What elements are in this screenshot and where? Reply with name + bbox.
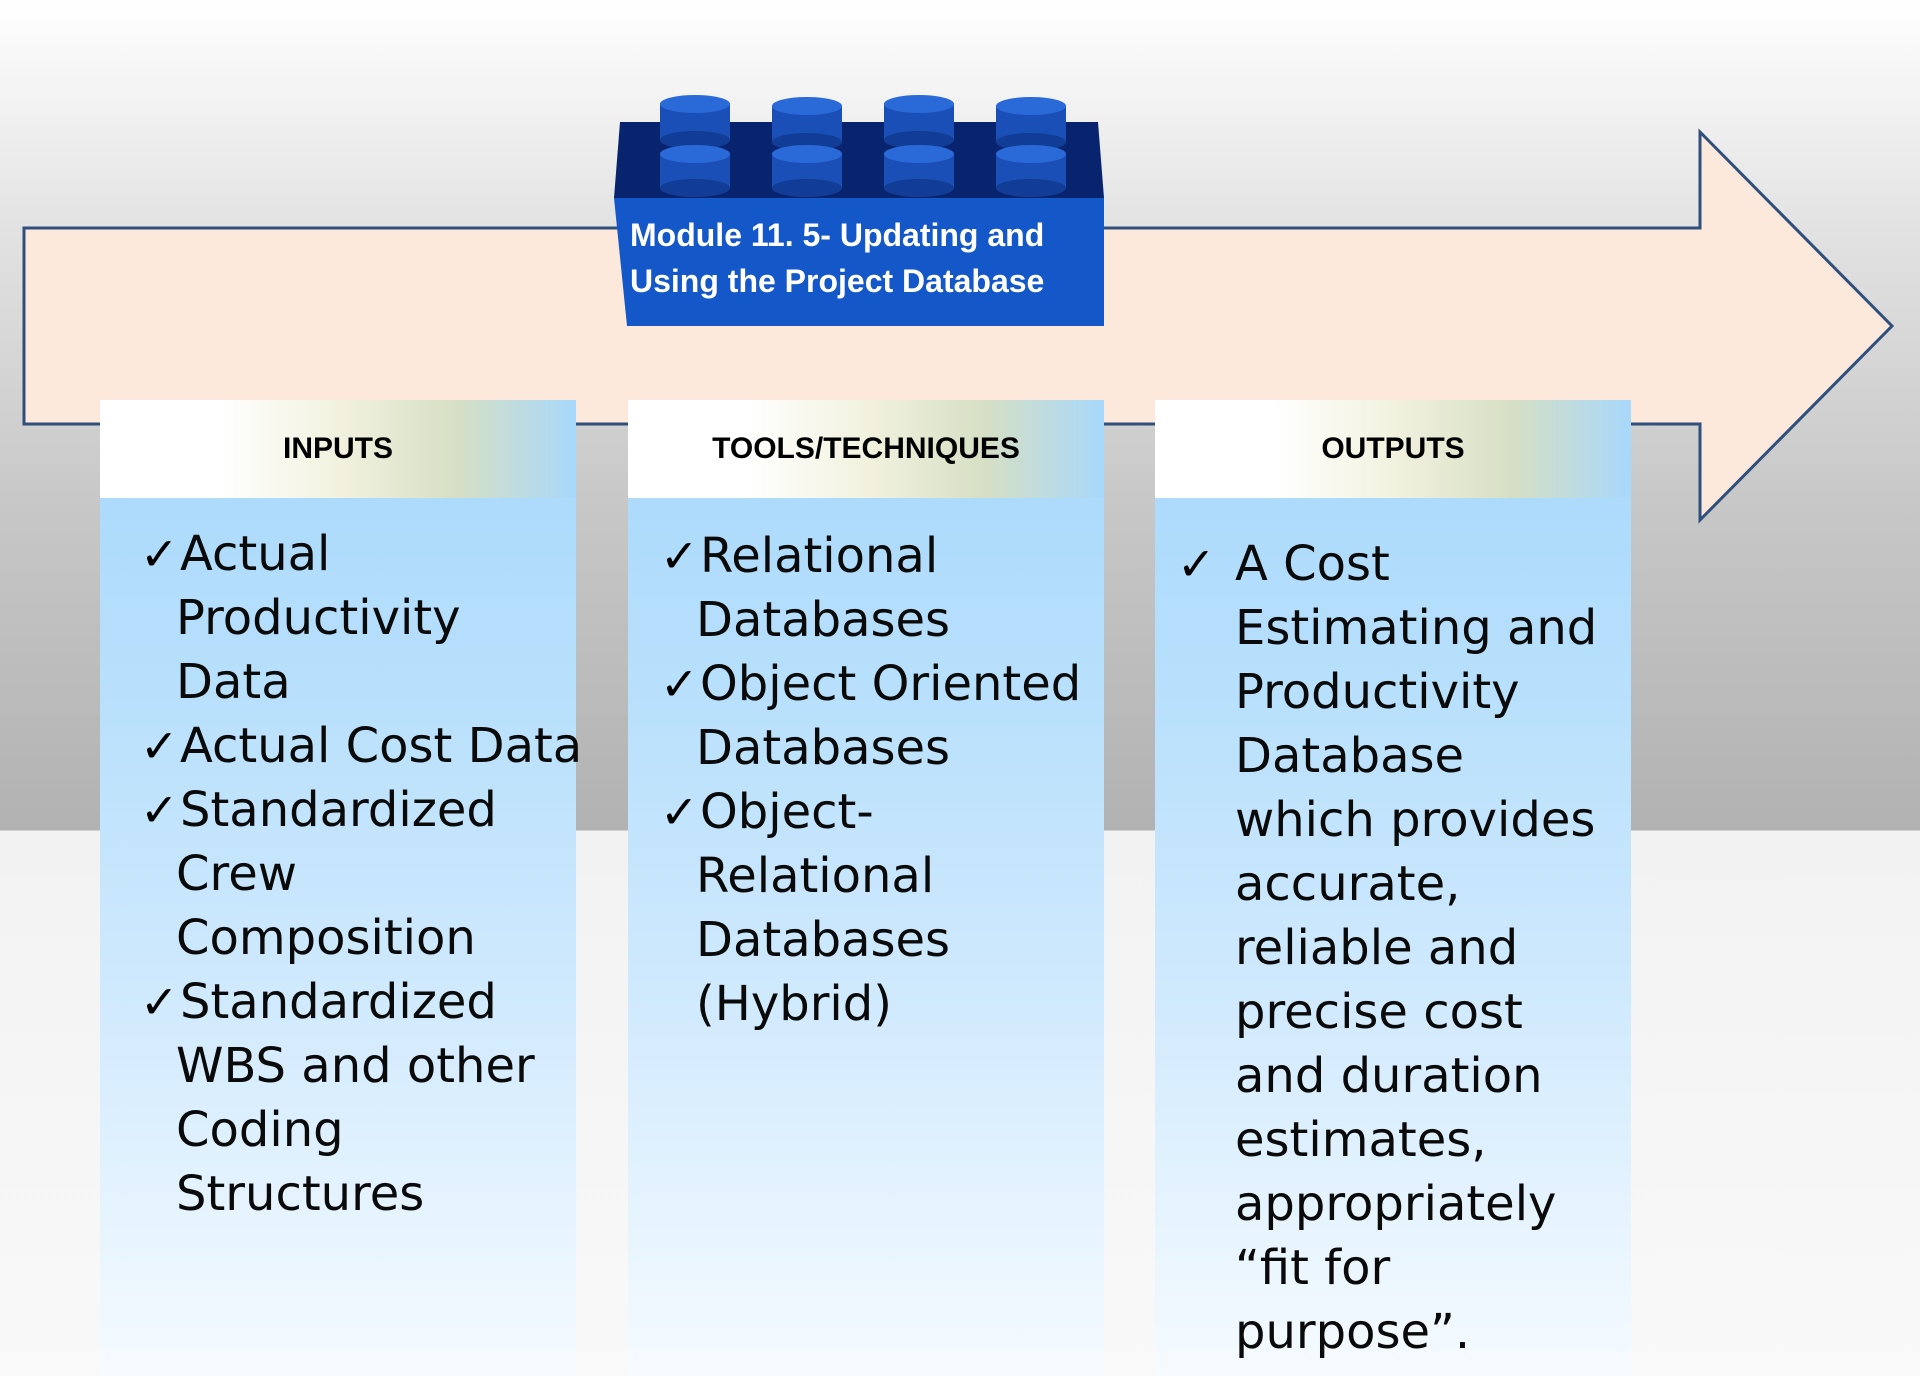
- check-mark-icon: ✓: [140, 527, 179, 581]
- stud-icon: [996, 97, 1066, 151]
- list-item-line: appropriately: [1235, 1176, 1557, 1232]
- brick-front-face: [614, 198, 1104, 326]
- list-item-line: Actual Cost Data: [180, 718, 583, 774]
- list-item-line: Crew: [176, 846, 297, 902]
- stud-icon: [884, 145, 954, 197]
- list-item: Actual Cost Data: [100, 714, 582, 778]
- list-item-line: Actual: [180, 526, 331, 582]
- check-mark-icon: ✓: [660, 529, 699, 583]
- list-item-line: reliable and: [1235, 920, 1519, 976]
- list-item-line: Databases: [696, 912, 951, 968]
- list-item-line: Productivity: [176, 590, 461, 646]
- list-item-line: Databases: [696, 720, 951, 776]
- inputs-header: INPUTS: [100, 400, 576, 498]
- list-item-line: Relational: [700, 528, 939, 584]
- list-item-line: accurate,: [1235, 856, 1461, 912]
- list-item-line: Databases: [696, 592, 951, 648]
- check-mark-icon: ✓: [140, 975, 179, 1029]
- list-item-line: Productivity: [1235, 664, 1520, 720]
- list-item-line: Estimating and: [1235, 600, 1598, 656]
- list-item-line: “fit for: [1235, 1240, 1391, 1296]
- column-title: OUTPUTS: [1321, 432, 1465, 465]
- list-item-line: estimates,: [1235, 1112, 1487, 1168]
- list-item-line: (Hybrid): [696, 976, 892, 1032]
- outputs-header: OUTPUTS: [1155, 400, 1631, 498]
- list-item-line: which provides: [1235, 792, 1596, 848]
- module-title-line: Using the Project Database: [630, 263, 1045, 299]
- list-item-line: Standardized: [180, 782, 497, 838]
- list-item-line: Structures: [176, 1166, 425, 1222]
- stud-icon: [660, 145, 730, 197]
- list-item-line: Object Oriented: [700, 656, 1082, 712]
- list-item-line: Relational: [696, 848, 935, 904]
- check-mark-icon: ✓: [660, 785, 699, 839]
- list-item-line: A Cost: [1235, 536, 1390, 592]
- module-title-line: Module 11. 5- Updating and: [630, 217, 1045, 253]
- stud-icon: [884, 95, 954, 149]
- stud-icon: [772, 97, 842, 151]
- list-item-line: Object-: [700, 784, 874, 840]
- check-mark-icon: ✓: [660, 657, 699, 711]
- column-title: TOOLS/TECHNIQUES: [712, 432, 1020, 465]
- stud-icon: [660, 95, 730, 149]
- stud-icon: [996, 145, 1066, 197]
- list-item-line: Composition: [176, 910, 476, 966]
- check-mark-icon: ✓: [140, 783, 179, 837]
- list-item-line: and duration: [1235, 1048, 1543, 1104]
- brick-top-face: [614, 122, 1104, 198]
- stud-icon: [772, 145, 842, 197]
- tools-techniques-header: TOOLS/TECHNIQUES: [628, 400, 1104, 498]
- column-title: INPUTS: [282, 432, 393, 465]
- check-mark-icon: ✓: [140, 719, 179, 773]
- list-item-line: Coding: [176, 1102, 344, 1158]
- check-mark-icon: ✓: [1177, 537, 1216, 591]
- list-item-line: purpose”.: [1235, 1304, 1471, 1360]
- module-title: Module 11. 5- Updating and Using the Pro…: [630, 212, 1100, 304]
- list-item-line: precise cost: [1235, 984, 1523, 1040]
- list-item-line: Standardized: [180, 974, 497, 1030]
- list-item-line: Data: [176, 654, 291, 710]
- brick-studs: [660, 95, 1066, 197]
- list-item-line: WBS and other: [176, 1038, 535, 1094]
- list-item-line: Database: [1235, 728, 1465, 784]
